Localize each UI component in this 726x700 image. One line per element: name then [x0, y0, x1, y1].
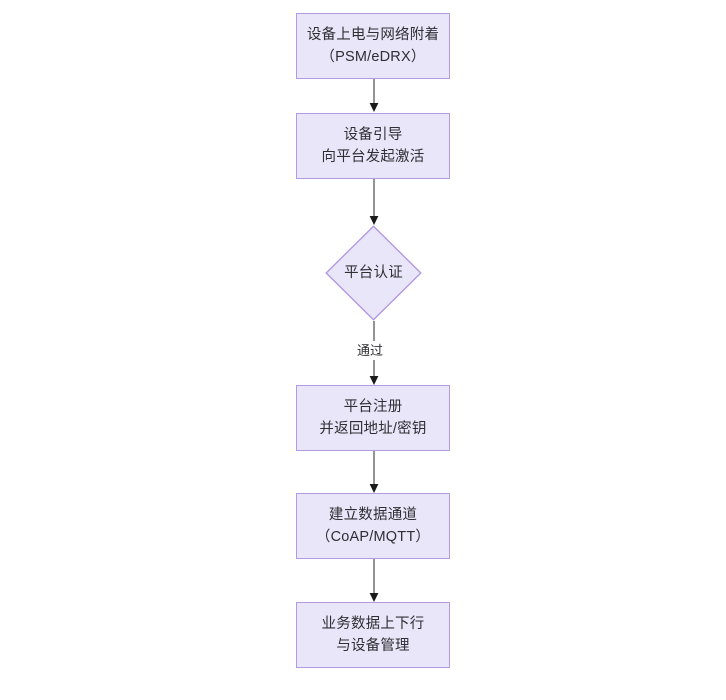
flow-node-power-on-line1: 设备上电与网络附着: [306, 27, 440, 43]
flow-edge-label-pass: 通过: [355, 341, 386, 360]
flow-node-platform-register[interactable]: 平台注册 并返回地址/密钥: [296, 385, 450, 451]
flow-edge-register-to-channel: [366, 451, 382, 494]
flow-node-data-channel-line2: （CoAP/MQTT）: [315, 529, 431, 545]
flow-edge-power-on-to-bootstrap: [366, 79, 382, 113]
flow-node-business-data[interactable]: 业务数据上下行 与设备管理: [296, 602, 450, 668]
flow-node-platform-auth-label: 平台认证: [344, 265, 403, 281]
flow-node-power-on[interactable]: 设备上电与网络附着 （PSM/eDRX）: [296, 13, 450, 79]
flow-node-bootstrap-line2: 向平台发起激活: [321, 149, 425, 165]
flow-node-data-channel[interactable]: 建立数据通道 （CoAP/MQTT）: [296, 493, 450, 559]
flow-node-bootstrap[interactable]: 设备引导 向平台发起激活: [296, 113, 450, 179]
flow-edge-channel-to-business: [366, 559, 382, 603]
flow-edge-bootstrap-to-auth: [366, 179, 382, 226]
flow-node-business-data-line2: 与设备管理: [336, 638, 410, 654]
flow-node-platform-auth[interactable]: 平台认证: [325, 225, 422, 321]
flow-node-platform-register-line1: 平台注册: [343, 399, 403, 415]
flow-node-data-channel-line1: 建立数据通道: [328, 507, 418, 523]
diamond-shape: [325, 225, 422, 321]
flow-node-power-on-line2: （PSM/eDRX）: [320, 49, 426, 65]
flow-node-business-data-line1: 业务数据上下行: [321, 616, 425, 632]
flow-node-bootstrap-line1: 设备引导: [343, 127, 403, 143]
flow-node-platform-register-line2: 并返回地址/密钥: [319, 421, 427, 437]
